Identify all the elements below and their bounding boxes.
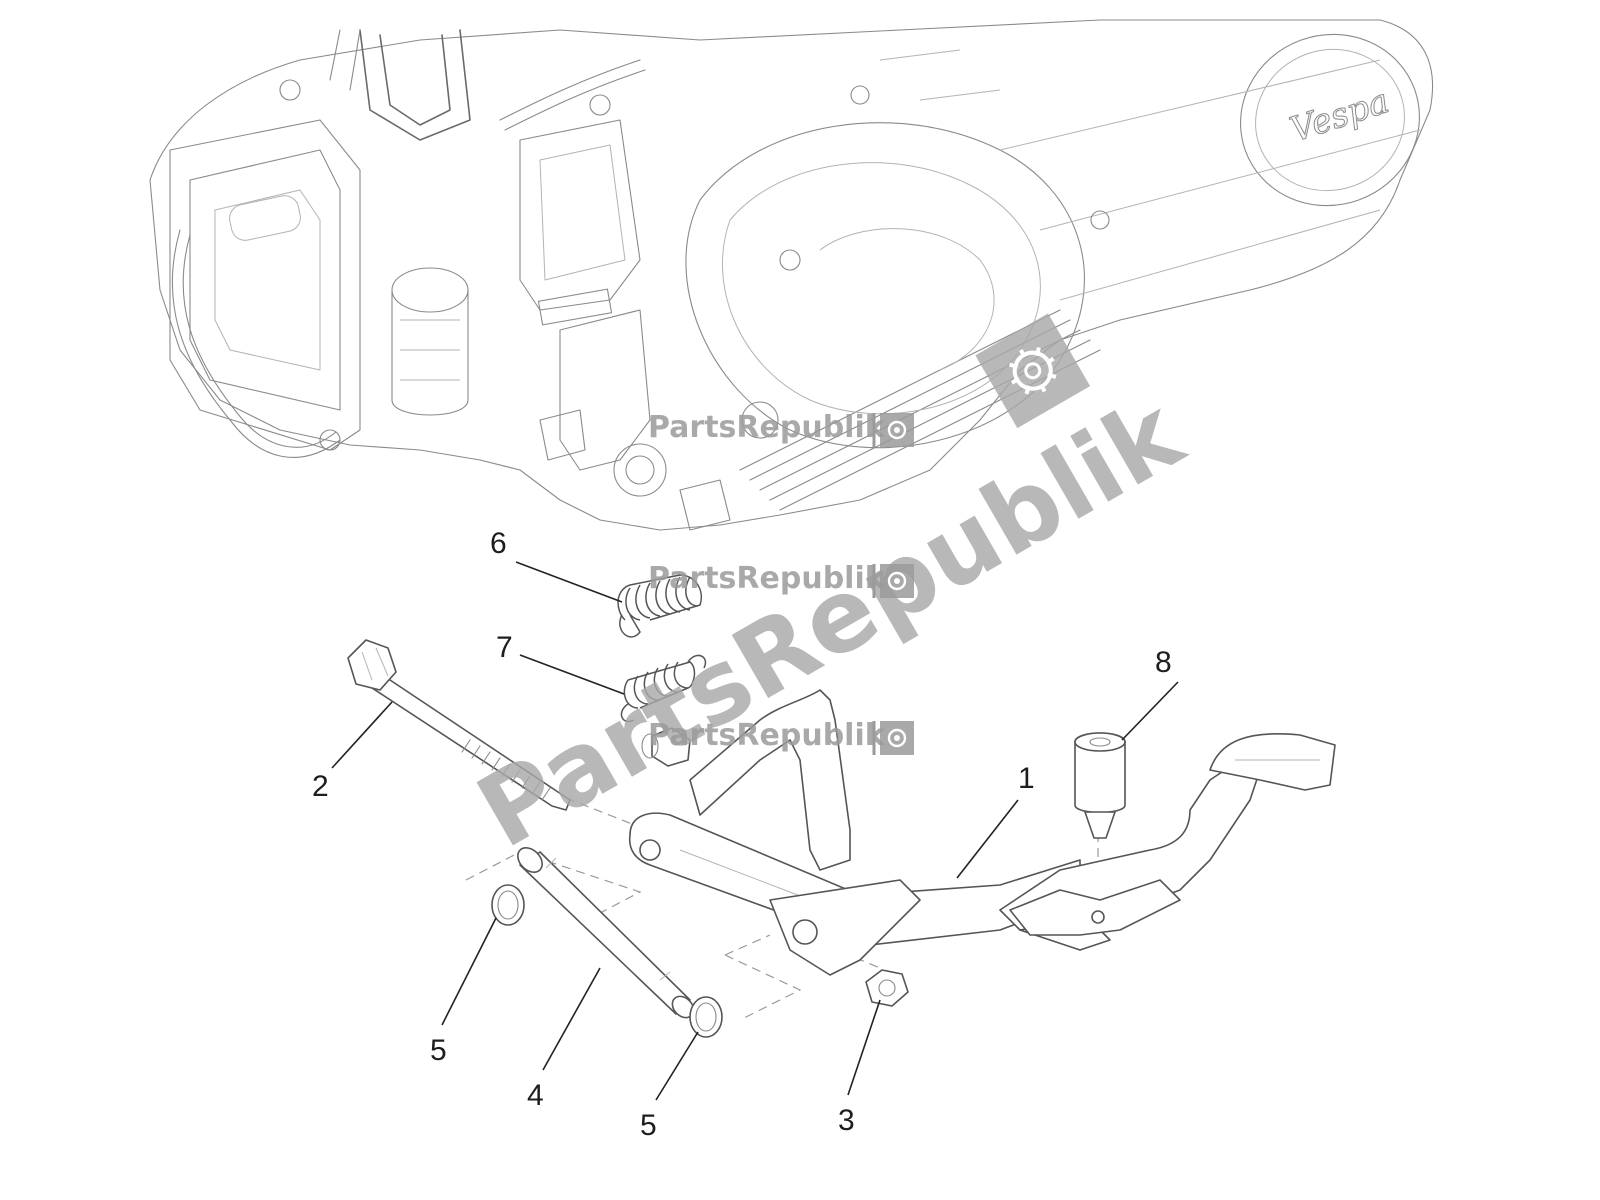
watermark-gear-icon-3 [872, 721, 914, 755]
part-6-spring[interactable] [617, 574, 702, 638]
watermark-gear-icon-2 [872, 564, 914, 598]
assembly-guide-lines [465, 797, 1099, 1021]
spring-6-coils [625, 576, 699, 621]
engine-logo: Vespa [1285, 81, 1393, 150]
stand-bushing [641, 727, 691, 767]
bolt-thread [461, 739, 551, 801]
part-8-rubber-buffer[interactable] [1074, 732, 1126, 839]
leader-lines [331, 561, 1179, 1101]
watermark-text-1: PartsRepublik [648, 410, 886, 445]
part-5-washer-left[interactable] [491, 884, 525, 926]
part-5-washer-right[interactable] [689, 996, 723, 1038]
watermark-diagonal-gear-icon [975, 313, 1091, 429]
part-1-center-stand[interactable] [628, 689, 1336, 976]
callout-2: 2 [312, 770, 329, 803]
callout-5-right: 5 [640, 1109, 657, 1142]
part-2-pivot-bolt[interactable] [347, 639, 571, 811]
callout-8: 8 [1155, 646, 1172, 679]
callout-labels: 1 2 3 4 5 5 6 7 8 [312, 527, 1172, 1142]
part-7-spring[interactable] [620, 654, 707, 723]
callout-6: 6 [490, 527, 507, 560]
callout-4: 4 [527, 1079, 544, 1112]
engine-assembly: Vespa [149, 19, 1434, 531]
callout-7: 7 [496, 631, 513, 664]
callout-3: 3 [838, 1104, 855, 1137]
part-3-nut[interactable] [865, 969, 909, 1007]
watermark-gear-icon-1 [872, 413, 914, 447]
callout-5-left: 5 [430, 1034, 447, 1067]
callout-1: 1 [1018, 762, 1035, 795]
part-4-pin-shaft[interactable] [513, 843, 698, 1022]
watermark-text-3: PartsRepublik [648, 718, 886, 753]
watermark-text-2: PartsRepublik [648, 561, 886, 596]
